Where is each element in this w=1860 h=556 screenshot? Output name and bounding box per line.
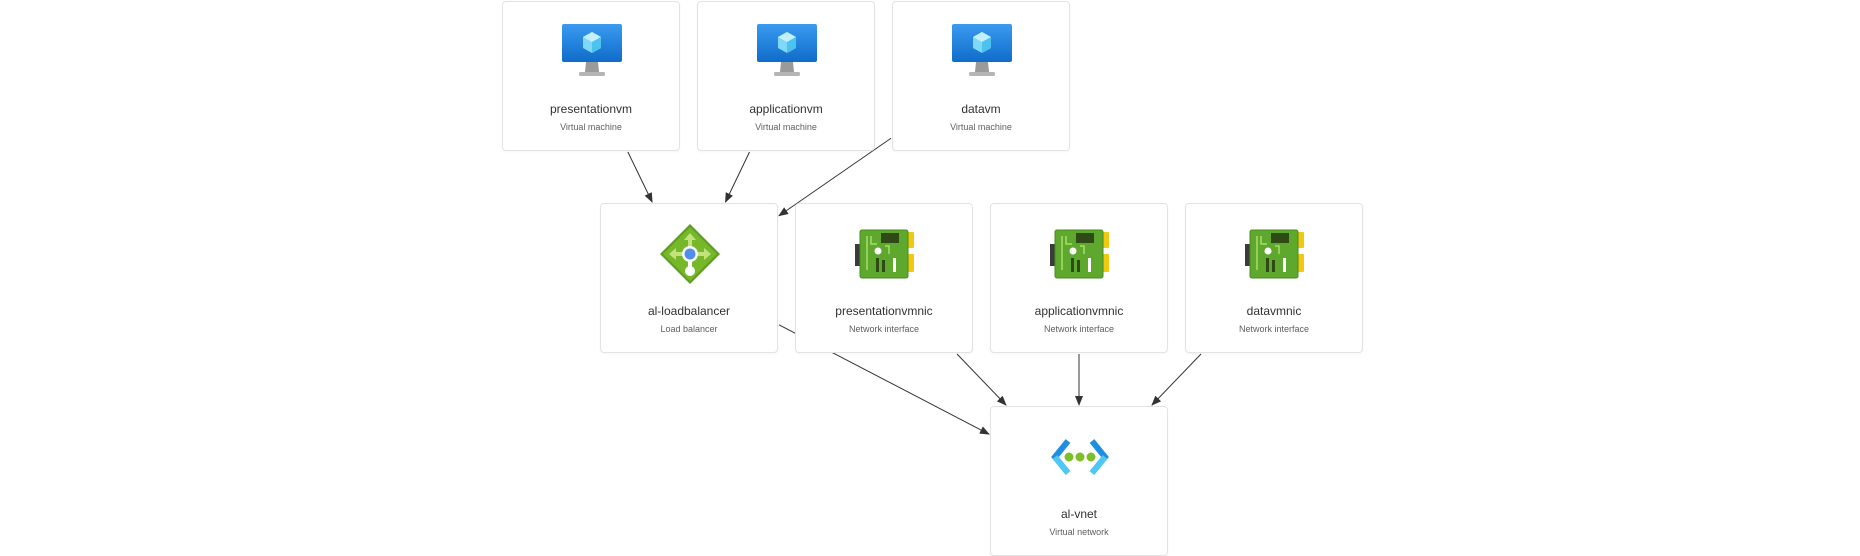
node-name: presentationvmnic xyxy=(835,304,933,318)
node-type: Virtual machine xyxy=(755,122,817,132)
virtual-machine-icon xyxy=(757,22,817,82)
node-type: Network interface xyxy=(1043,324,1115,334)
node-datavm[interactable]: datavm Virtual machine xyxy=(892,1,1070,151)
edge-applicationvm-to-al-loadbalancer xyxy=(725,151,750,203)
node-name: datavmnic xyxy=(1246,304,1302,318)
node-presentationvm[interactable]: presentationvm Virtual machine xyxy=(502,1,680,151)
node-presentationvmnic[interactable]: presentationvmnic Network interface xyxy=(795,203,973,353)
node-name: presentationvm xyxy=(549,102,633,116)
node-type: Virtual machine xyxy=(950,122,1012,132)
node-type: Load balancer xyxy=(660,324,718,334)
node-type: Virtual machine xyxy=(560,122,622,132)
node-name: applicationvmnic xyxy=(1034,304,1124,318)
edge-datavmnic-to-al-vnet xyxy=(1151,353,1202,406)
node-type: Network interface xyxy=(1238,324,1310,334)
network-interface-icon xyxy=(1050,224,1110,284)
node-name: al-loadbalancer xyxy=(647,304,731,318)
network-interface-icon xyxy=(855,224,915,284)
node-type: Network interface xyxy=(848,324,920,334)
node-name: datavm xyxy=(961,102,1001,116)
load-balancer-icon xyxy=(660,224,720,284)
node-applicationvmnic[interactable]: applicationvmnic Network interface xyxy=(990,203,1168,353)
node-name: al-vnet xyxy=(1060,507,1098,521)
node-type: Virtual network xyxy=(1049,527,1109,537)
virtual-machine-icon xyxy=(562,22,622,82)
node-applicationvm[interactable]: applicationvm Virtual machine xyxy=(697,1,875,151)
edge-presentationvm-to-al-loadbalancer xyxy=(627,151,653,203)
node-al-loadbalancer[interactable]: al-loadbalancer Load balancer xyxy=(600,203,778,353)
virtual-machine-icon xyxy=(952,22,1012,82)
network-interface-icon xyxy=(1245,224,1305,284)
node-datavmnic[interactable]: datavmnic Network interface xyxy=(1185,203,1363,353)
node-al-vnet[interactable]: al-vnet Virtual network xyxy=(990,406,1168,556)
edge-presentationvmnic-to-al-vnet xyxy=(956,353,1007,406)
virtual-network-icon xyxy=(1050,427,1110,487)
node-name: applicationvm xyxy=(749,102,823,116)
